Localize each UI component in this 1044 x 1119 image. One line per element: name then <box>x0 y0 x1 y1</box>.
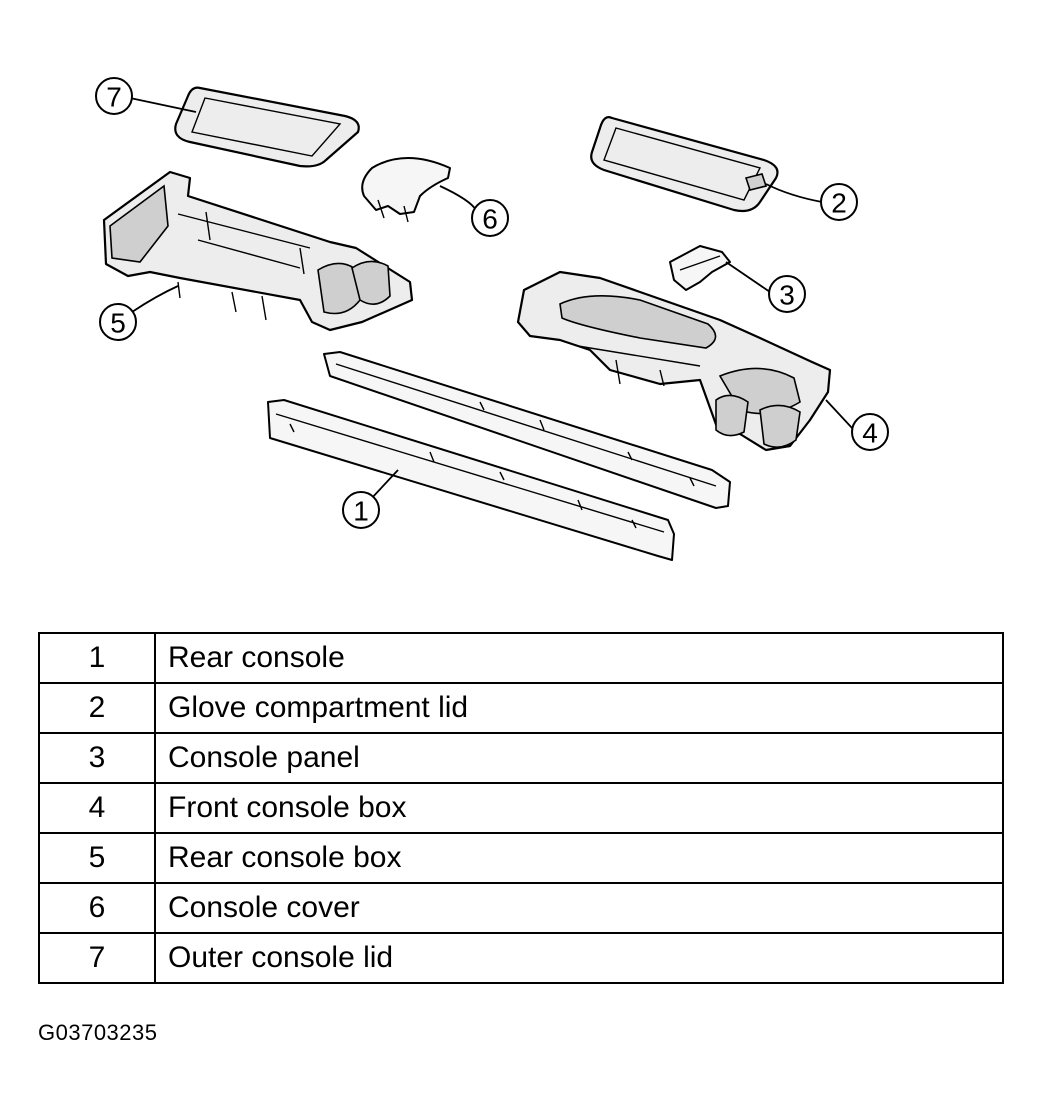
legend-row-number: 6 <box>38 882 156 934</box>
console-panel-part <box>669 245 731 291</box>
legend-row: 4 Front console box <box>38 782 1004 834</box>
outer-console-lid-part <box>174 86 360 168</box>
callout-3: 3 <box>768 275 806 313</box>
legend-row: 5 Rear console box <box>38 832 1004 884</box>
legend-row-number: 4 <box>38 782 156 834</box>
rear-console-box-part <box>102 170 414 332</box>
callout-5-label: 5 <box>110 308 126 339</box>
callout-1: 1 <box>342 491 380 529</box>
legend-row-description: Console panel <box>154 732 1004 784</box>
legend-row-description: Rear console box <box>154 832 1004 884</box>
legend-row: 2 Glove compartment lid <box>38 682 1004 734</box>
callout-6: 6 <box>471 199 509 237</box>
parts-legend-table: 1 Rear console 2 Glove compartment lid 3… <box>38 632 1004 984</box>
glove-compartment-lid-part <box>590 116 779 213</box>
legend-row-description: Console cover <box>154 882 1004 934</box>
legend-row-description: Rear console <box>154 632 1004 684</box>
legend-row-number: 1 <box>38 632 156 684</box>
legend-row-number: 7 <box>38 932 156 984</box>
legend-row: 3 Console panel <box>38 732 1004 784</box>
legend-row: 7 Outer console lid <box>38 932 1004 984</box>
callout-6-label: 6 <box>482 204 498 235</box>
legend-row-number: 2 <box>38 682 156 734</box>
callout-7-label: 7 <box>106 82 122 113</box>
legend-row: 1 Rear console <box>38 632 1004 684</box>
legend-row-number: 3 <box>38 732 156 784</box>
callout-4: 4 <box>851 413 889 451</box>
legend-row-number: 5 <box>38 832 156 884</box>
figure-code: G03703235 <box>38 1020 158 1045</box>
callout-3-label: 3 <box>779 280 795 311</box>
legend-row-description: Outer console lid <box>154 932 1004 984</box>
legend-row-description: Glove compartment lid <box>154 682 1004 734</box>
exploded-parts-diagram: 1 2 3 4 5 6 7 <box>95 77 889 561</box>
rear-console-part <box>267 399 675 561</box>
callout-1-label: 1 <box>353 496 369 527</box>
callout-2: 2 <box>820 183 858 221</box>
legend-row: 6 Console cover <box>38 882 1004 934</box>
callout-5: 5 <box>99 303 137 341</box>
callout-2-label: 2 <box>831 188 847 219</box>
rear-console-upper-strip-part <box>323 351 731 509</box>
front-console-box-part <box>516 270 832 452</box>
console-cover-part <box>361 157 451 223</box>
callout-4-label: 4 <box>862 418 878 449</box>
leader-lines <box>129 97 853 501</box>
legend-row-description: Front console box <box>154 782 1004 834</box>
callout-7: 7 <box>95 77 133 115</box>
